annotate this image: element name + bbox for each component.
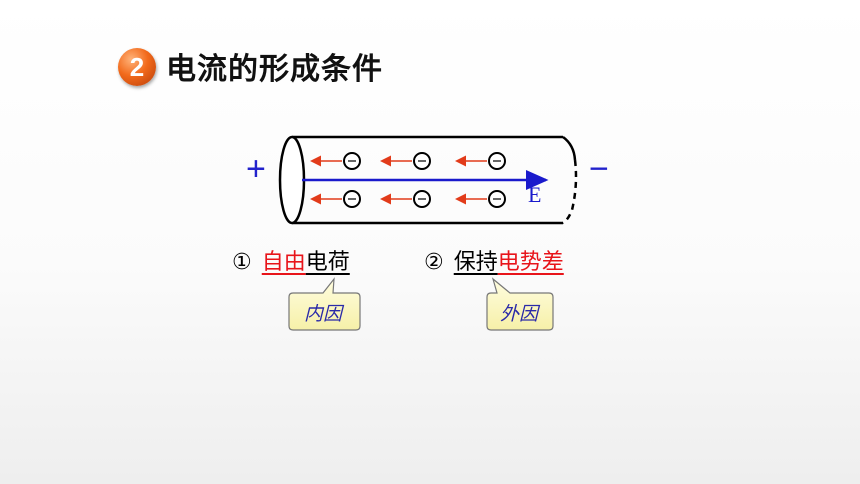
field-label: E — [528, 182, 542, 207]
condition-highlight: 电势差 — [497, 250, 564, 275]
negative-terminal-sign: − — [589, 150, 609, 188]
charge — [380, 152, 431, 170]
charge — [380, 190, 431, 208]
condition-rest: 电荷 — [305, 250, 350, 275]
condition-highlight: 自由 — [261, 250, 306, 275]
charge — [455, 152, 506, 170]
charge — [455, 190, 506, 208]
condition-number: ① — [232, 250, 252, 275]
condition-2: ② 保持电势差 — [424, 244, 564, 276]
callout-bubble-internal — [288, 277, 361, 331]
condition-number: ② — [424, 250, 444, 275]
section-number-badge: 2 — [118, 48, 156, 86]
condition-1: ① 自由电荷 — [232, 244, 350, 276]
callout-bubble-external — [486, 277, 554, 331]
conductor-tube — [278, 135, 578, 225]
condition-plain: 保持 — [453, 250, 498, 275]
positive-terminal-sign: + — [246, 150, 266, 188]
internal-cause-label: 内因 — [303, 303, 342, 325]
page-title: 电流的形成条件 — [166, 52, 383, 87]
charge — [310, 152, 361, 170]
charge — [310, 190, 361, 208]
external-cause-label: 外因 — [499, 303, 538, 325]
free-charges — [310, 152, 506, 208]
